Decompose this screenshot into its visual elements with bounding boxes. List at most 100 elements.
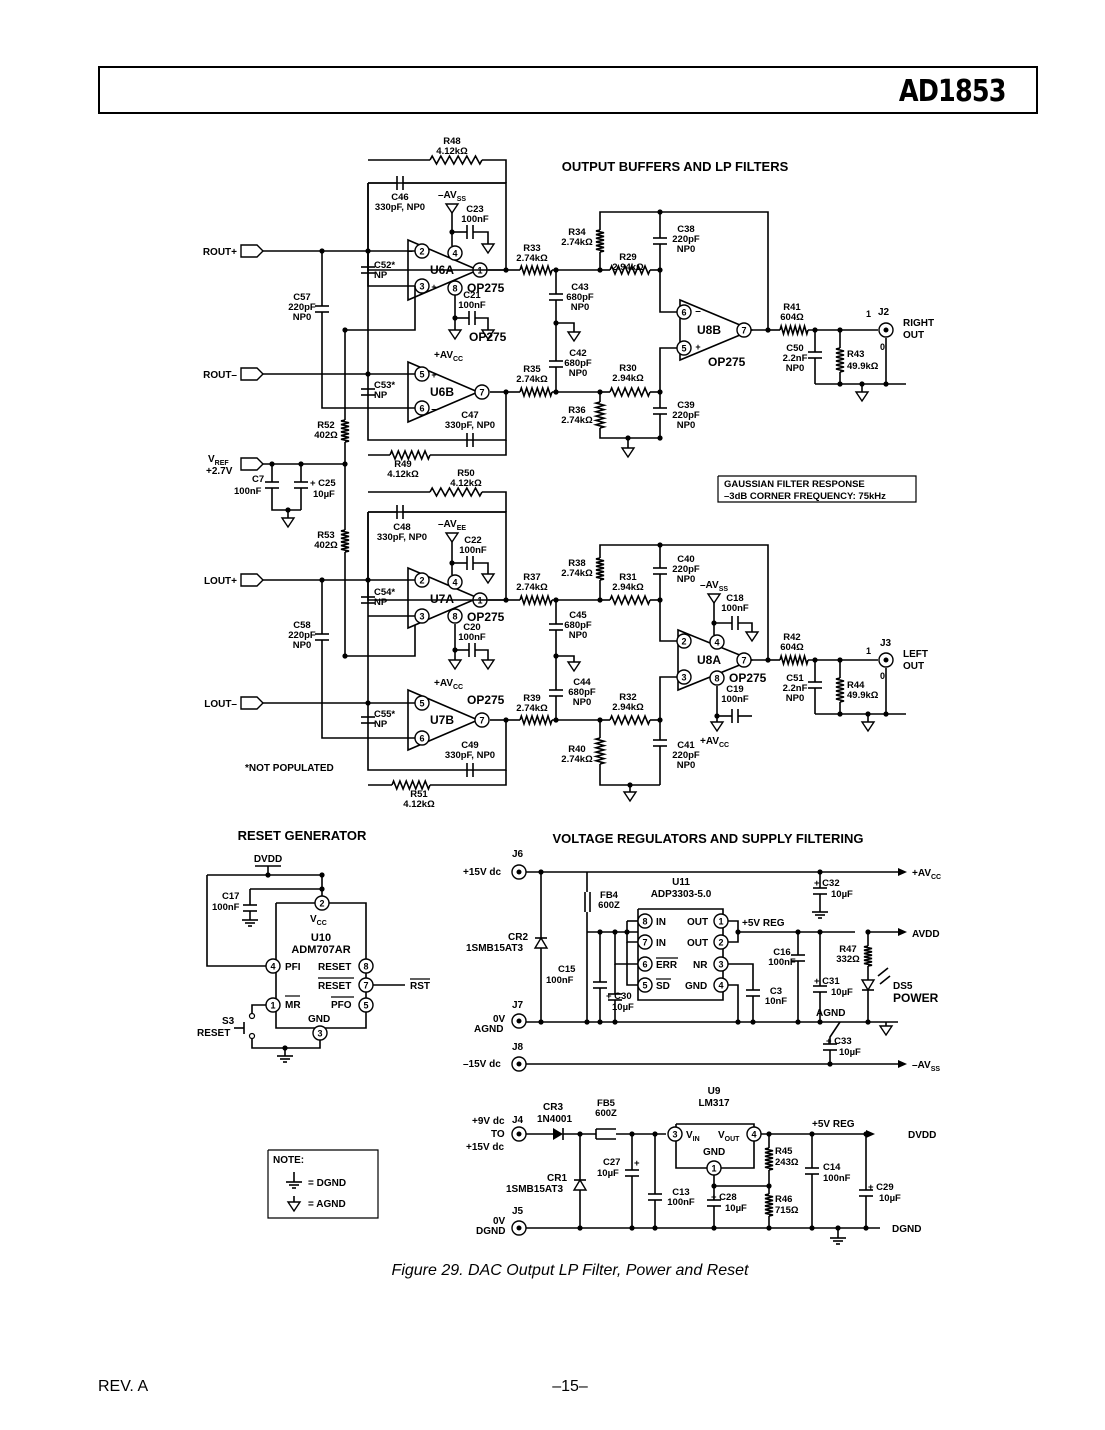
pin-number: 1 xyxy=(718,917,723,927)
arrow-head xyxy=(866,1130,875,1138)
switch-s3 xyxy=(248,1012,256,1020)
label-c17: 100nF xyxy=(212,902,240,913)
label-0v: 0V xyxy=(493,1014,506,1025)
label-c53: C53* xyxy=(374,380,395,391)
junction-dot xyxy=(342,327,348,333)
supply-label: +AVCC xyxy=(434,678,463,691)
pin-circle xyxy=(447,574,463,590)
label-r33: 2.74kΩ xyxy=(516,253,548,264)
opamp-u8b xyxy=(679,298,755,362)
agnd-symbol xyxy=(878,1025,894,1037)
ic-u11-nr: NR xyxy=(693,960,708,971)
wire xyxy=(728,963,754,990)
input-connector xyxy=(240,696,264,710)
label-c22: 100nF xyxy=(459,545,487,556)
resistor-r41 xyxy=(779,323,809,337)
wire xyxy=(626,942,638,986)
label-c57: C57 xyxy=(293,292,310,303)
ic-u9-ref: U9 xyxy=(708,1086,721,1097)
figure-caption: Figure 29. DAC Output LP Filter, Power a… xyxy=(391,1262,749,1279)
wire xyxy=(345,286,416,331)
label-c40: C40 xyxy=(677,554,694,565)
label-c16: 100nF xyxy=(768,957,796,968)
part-number: AD1853 xyxy=(899,74,1007,109)
pin-number: 7 xyxy=(479,716,484,726)
agnd-symbol xyxy=(860,721,876,733)
ic-u9-gnd: GND xyxy=(703,1147,725,1158)
led-ds5 xyxy=(879,975,891,985)
supply-jack-j7 xyxy=(516,1018,522,1024)
pin-number: 8 xyxy=(452,612,457,622)
resistor-r47 xyxy=(863,945,873,967)
agnd-symbol xyxy=(286,1201,302,1213)
resistor-r52 xyxy=(340,419,350,443)
page-number: –15– xyxy=(552,1378,588,1395)
section-title-reset: RESET GENERATOR xyxy=(238,828,367,843)
label-p15: +15V dc xyxy=(463,867,502,878)
label-j7: J7 xyxy=(512,1000,524,1011)
wire xyxy=(321,312,368,409)
pin-circle xyxy=(314,895,330,911)
label-r33: R33 xyxy=(523,243,540,254)
jack-pin: 0 xyxy=(880,671,885,681)
pin-number: 5 xyxy=(642,981,647,991)
agnd-symbol xyxy=(480,659,496,671)
label-c57: 220pF xyxy=(288,302,316,313)
wire xyxy=(599,428,660,439)
ic-u11-out: OUT xyxy=(687,917,708,928)
opamp-u7b-type: OP275 xyxy=(467,693,505,707)
label-j5: J5 xyxy=(512,1206,524,1217)
opamp-u8b-type: OP275 xyxy=(708,355,746,369)
pin-sign: + xyxy=(431,370,436,380)
gaussian-note: GAUSSIAN FILTER RESPONSE xyxy=(724,479,865,490)
ic-u11-ref: U11 xyxy=(672,877,690,888)
resistor-r48 xyxy=(429,154,483,166)
label-c21: 100nF xyxy=(458,300,486,311)
resistor-r45 xyxy=(764,1147,774,1171)
wire xyxy=(367,270,415,287)
wire xyxy=(713,1175,769,1187)
label-c38: 220pF xyxy=(672,234,700,245)
ic-u10-pfo: PFO xyxy=(331,1000,352,1011)
pin-number: 7 xyxy=(479,388,484,398)
label-r50: 4.12kΩ xyxy=(450,478,482,489)
label-c23: 100nF xyxy=(461,214,489,225)
resistor-r32 xyxy=(609,713,651,727)
label-c29: 10µF xyxy=(879,1193,901,1204)
pin-circle xyxy=(474,712,490,728)
agnd-symbol xyxy=(447,329,463,341)
junction-dot xyxy=(883,381,889,387)
label-r40: R40 xyxy=(568,744,585,755)
pin-circle xyxy=(637,934,653,950)
resistor-r37 xyxy=(519,593,553,607)
junction-dot xyxy=(766,1225,772,1231)
plus-sign: + xyxy=(634,1158,640,1169)
wire xyxy=(659,600,680,642)
junction-dot xyxy=(711,1225,717,1231)
pin-circle xyxy=(676,340,692,356)
label-cr2: 1SMB15AT3 xyxy=(466,943,523,954)
supply-jack-j4 xyxy=(516,1131,522,1137)
supply-label: –AVSS xyxy=(700,580,728,593)
wire xyxy=(473,562,489,574)
junction-dot xyxy=(863,1225,869,1231)
label-c48: 330pF, NP0 xyxy=(377,532,427,543)
pin-circle xyxy=(358,997,374,1013)
label-r53: R53 xyxy=(317,530,334,541)
junction-dot xyxy=(612,1019,618,1025)
switch-s3 xyxy=(248,1032,256,1040)
resistor-r33 xyxy=(519,263,553,277)
label-r30: 2.94kΩ xyxy=(612,373,644,384)
vref-label: VREF xyxy=(208,454,229,467)
label-r37: 2.74kΩ xyxy=(516,582,548,593)
junction-dot xyxy=(553,389,559,395)
label-c55: NP xyxy=(374,719,388,730)
label-c51: 2.2nF xyxy=(783,683,808,694)
resistor-r30 xyxy=(609,385,651,399)
pin-number: 4 xyxy=(751,1130,756,1140)
junction-dot xyxy=(837,711,843,717)
signal-label: LOUT+ xyxy=(204,576,237,587)
pin-number: 2 xyxy=(419,247,424,257)
pin-number: 2 xyxy=(319,899,324,909)
ic-u11-in: IN xyxy=(656,938,666,949)
